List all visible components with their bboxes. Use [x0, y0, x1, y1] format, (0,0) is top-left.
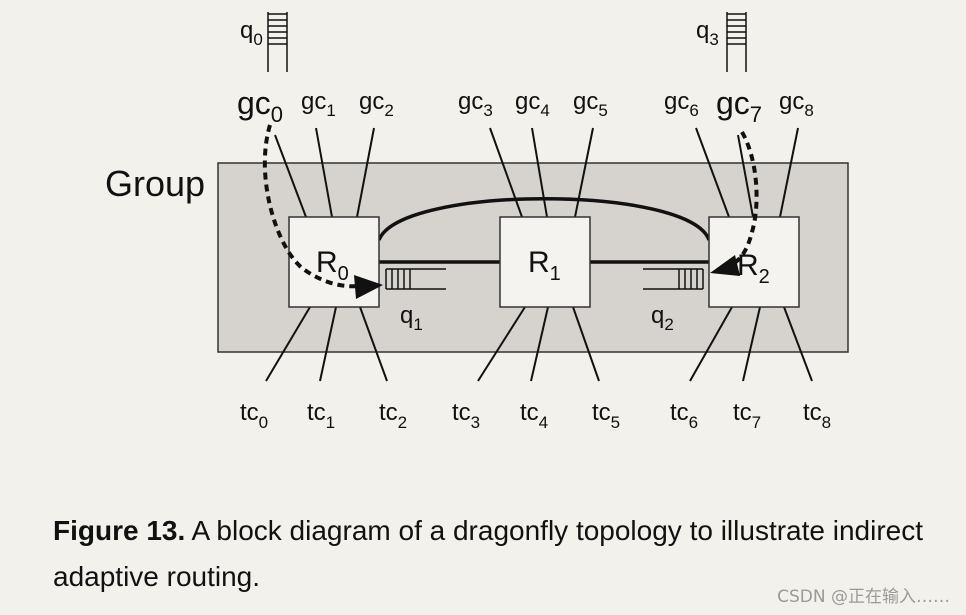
gc-label-4: gc4 [515, 88, 550, 120]
queue-q2-label: q2 [651, 302, 674, 334]
arrowhead-q1-icon [354, 275, 383, 299]
caption-text: A block diagram of a dragonfly topology … [53, 515, 924, 592]
gc-label-2: gc2 [359, 88, 394, 120]
local-links [377, 197, 711, 264]
watermark: CSDN @正在输入…… [777, 587, 950, 607]
gc-label-6: gc6 [664, 88, 699, 120]
gc-label-5: gc5 [573, 88, 608, 120]
queue-q0-icon [267, 12, 288, 72]
tc-label-4: tc4 [520, 399, 548, 432]
queue-q3-icon [726, 12, 747, 72]
router-r1 [499, 216, 591, 308]
tc-label-8: tc8 [803, 399, 831, 432]
queue-q1-icon [385, 268, 446, 290]
router-r1-label: R1 [528, 246, 561, 285]
figure-number: Figure 13. [53, 515, 186, 546]
queue-q1-label: q1 [400, 302, 423, 334]
queue-q0-label: q0 [240, 17, 263, 49]
dashed-route-gc7-to-q2 [728, 131, 759, 268]
tc-label-1: tc1 [307, 399, 335, 432]
gc-label-0: gc0 [237, 85, 283, 127]
terminal-channel-lines [265, 306, 813, 382]
group-label: Group [105, 163, 205, 204]
gc-label-8: gc8 [779, 88, 814, 120]
gc-label-3: gc3 [458, 88, 493, 120]
router-r0-label: R0 [316, 246, 349, 285]
gc-label-1: gc1 [301, 88, 336, 120]
tc-label-7: tc7 [733, 399, 761, 432]
gc-label-7: gc7 [716, 85, 762, 127]
figure-caption: Figure 13. A block diagram of a dragonfl… [53, 508, 933, 600]
dashed-route-gc0-to-q1 [262, 124, 361, 289]
router-r2-label: R2 [737, 249, 770, 288]
tc-label-2: tc2 [379, 399, 407, 432]
queue-q2-icon [643, 268, 704, 290]
tc-label-5: tc5 [592, 399, 620, 432]
tc-label-0: tc0 [240, 399, 268, 432]
tc-label-3: tc3 [452, 399, 480, 432]
dragonfly-diagram: Group R0 R1 R2 [105, 12, 849, 432]
tc-label-6: tc6 [670, 399, 698, 432]
queue-q3-label: q3 [696, 17, 719, 49]
global-channel-lines [274, 127, 799, 218]
arrowhead-q2-icon [710, 255, 740, 276]
